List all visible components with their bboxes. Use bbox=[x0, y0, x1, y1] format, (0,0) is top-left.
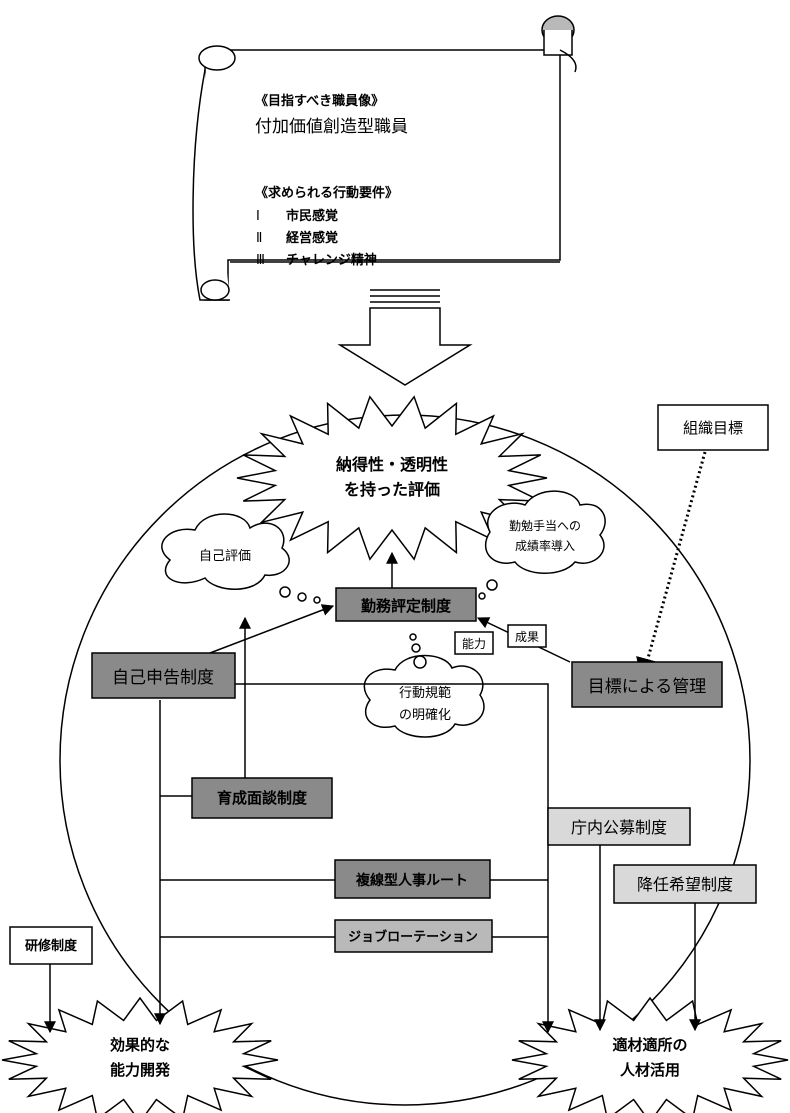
seika-label: 成果 bbox=[515, 630, 539, 644]
star-left-line2: 能力開発 bbox=[110, 1061, 171, 1079]
org-goal-dotted-arrow bbox=[642, 452, 705, 680]
ideal-staff: 付加価値創造型職員 bbox=[255, 117, 408, 137]
thought-bubble-dot bbox=[487, 580, 497, 590]
thought-bubble-dot bbox=[414, 656, 426, 668]
thought-bubble-dot bbox=[412, 644, 420, 652]
req-1-text: 市民感覚 bbox=[286, 208, 338, 224]
star-left-burst bbox=[2, 998, 278, 1113]
org-goal-label: 組織目標 bbox=[683, 419, 743, 437]
line-jiko-to-right bbox=[235, 684, 548, 1032]
thought-bubble-dot bbox=[298, 593, 306, 601]
scroll-banner bbox=[193, 16, 576, 300]
chonai-kobo-label: 庁内公募制度 bbox=[571, 818, 667, 837]
cloud-self-eval-label: 自己評価 bbox=[199, 549, 251, 564]
req-3-num: Ⅲ bbox=[256, 253, 265, 268]
ideal-heading: 《目指すべき職員像》 bbox=[255, 93, 384, 109]
requirements-heading: 《求められる行動要件》 bbox=[255, 185, 398, 201]
star-left-line1: 効果的な bbox=[110, 1036, 170, 1054]
kinmu-hyotei-label: 勤務評定制度 bbox=[361, 597, 452, 615]
star-top-line1: 納得性・透明性 bbox=[336, 455, 448, 474]
cloud-behavior-line1: 行動規範 bbox=[399, 686, 451, 701]
thought-bubble-dot bbox=[479, 593, 485, 599]
job-rotation-label: ジョブローテーション bbox=[348, 929, 478, 945]
noryoku-label: 能力 bbox=[462, 637, 486, 651]
thought-bubble-dot bbox=[280, 587, 290, 597]
thought-bubble-dot bbox=[410, 634, 416, 640]
cloud-behavior-line2: の明確化 bbox=[399, 707, 451, 723]
fukusen-jinji-label: 複線型人事ルート bbox=[355, 872, 468, 889]
mokuhyo-kanri-label: 目標による管理 bbox=[588, 677, 707, 697]
star-top-line2: を持った評価 bbox=[344, 480, 440, 499]
star-right-burst bbox=[512, 998, 788, 1113]
kounin-kibo-label: 降任希望制度 bbox=[637, 875, 733, 894]
thought-bubble-dot bbox=[314, 597, 320, 603]
jiko-shinkoku-label: 自己申告制度 bbox=[112, 668, 214, 688]
big-down-arrow bbox=[340, 290, 470, 385]
arrow-jiko-to-kinmu bbox=[210, 606, 333, 653]
ikusei-mendan-label: 育成面談制度 bbox=[217, 789, 308, 807]
cloud-bonus-line2: 成績率導入 bbox=[515, 538, 575, 553]
star-right-line2: 人材活用 bbox=[620, 1061, 680, 1079]
req-1-num: Ⅰ bbox=[256, 209, 260, 224]
cloud-bonus-line1: 勤勉手当への bbox=[509, 519, 581, 533]
star-right-line1: 適材適所の bbox=[612, 1036, 687, 1054]
req-2-text: 経営感覚 bbox=[286, 230, 338, 246]
req-2-num: Ⅱ bbox=[256, 231, 262, 246]
req-3-text: チャレンジ精神 bbox=[286, 252, 377, 268]
kenshu-label: 研修制度 bbox=[25, 938, 78, 954]
